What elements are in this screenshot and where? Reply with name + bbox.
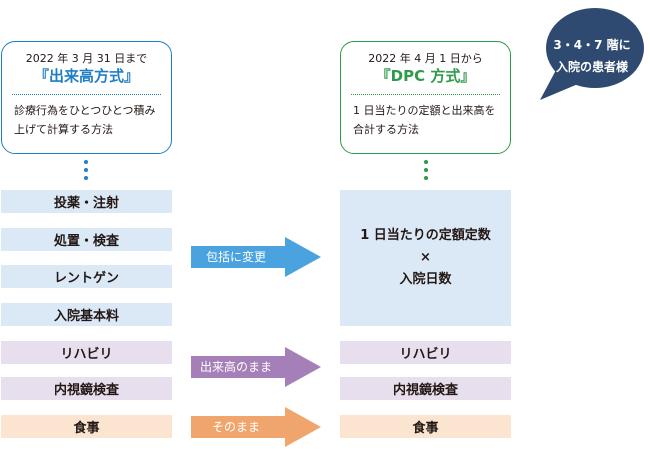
old-system-desc-line2: 上げて計算する方法 [14, 123, 113, 136]
old-system-description: 診療行為をひとつひとつ積み 上げて計算する方法 [14, 101, 163, 139]
new-system-name: 『DPC 方式』 [375, 67, 476, 85]
item-endoscopy-old: 内視鏡検査 [1, 377, 172, 400]
item-meal-old: 食事 [1, 415, 172, 438]
old-system-date: 2022 年 3 月 31 日まで [25, 52, 148, 65]
callout-text: 3・4・7 階に 入院の患者様 [540, 34, 644, 78]
old-system-card: 2022 年 3 月 31 日まで 『出来高方式』 診療行為をひとつひとつ積み … [1, 41, 172, 154]
flat-rate-line1: 1 日当たりの定額定数 [360, 228, 491, 243]
arrow-as-is: そのまま [191, 407, 321, 447]
item-endoscopy-new: 内視鏡検査 [340, 377, 511, 400]
new-system-description: 1 日当たりの定額と出来高を 合計する方法 [353, 101, 502, 139]
new-system-card: 2022 年 4 月 1 日から 『DPC 方式』 1 日当たりの定額と出来高を… [340, 41, 511, 154]
old-system-divider [12, 94, 161, 95]
old-system-desc-line1: 診療行為をひとつひとつ積み [14, 104, 156, 117]
item-rehab-old: リハビリ [1, 341, 172, 364]
item-meal-new: 食事 [340, 415, 511, 438]
callout-bubble: 3・4・7 階に 入院の患者様 [540, 4, 644, 100]
item-rehab-new: リハビリ [340, 341, 511, 364]
callout-bubble-shape [540, 8, 644, 100]
item-injection: 投薬・注射 [1, 190, 172, 213]
new-system-dots [424, 160, 429, 184]
arrow-fee-for-service: 出来高のまま [191, 347, 321, 387]
old-system-name: 『出来高方式』 [33, 67, 139, 85]
item-xray: レントゲン [1, 265, 172, 288]
arrow-bundled: 包括に変更 [191, 237, 321, 277]
new-system-date: 2022 年 4 月 1 日から [368, 52, 483, 65]
old-system-dots [84, 160, 89, 184]
arrow-fee-for-service-label: 出来高のまま [199, 360, 272, 374]
flat-rate-multiply: × [420, 250, 431, 265]
arrow-bundled-label: 包括に変更 [205, 250, 266, 264]
new-system-desc-line1: 1 日当たりの定額と出来高を [353, 104, 496, 117]
arrow-as-is-label: そのまま [211, 420, 260, 434]
new-system-divider [351, 94, 500, 95]
new-system-desc-line2: 合計する方法 [353, 123, 419, 136]
callout-line1: 3・4・7 階に [553, 38, 631, 52]
item-admission-fee: 入院基本料 [1, 303, 172, 326]
callout-line2: 入院の患者様 [555, 60, 628, 74]
flat-rate-line3: 入院日数 [399, 272, 452, 287]
item-treatment: 処置・検査 [1, 228, 172, 251]
item-flat-rate: 1 日当たりの定額定数 × 入院日数 [340, 190, 511, 326]
